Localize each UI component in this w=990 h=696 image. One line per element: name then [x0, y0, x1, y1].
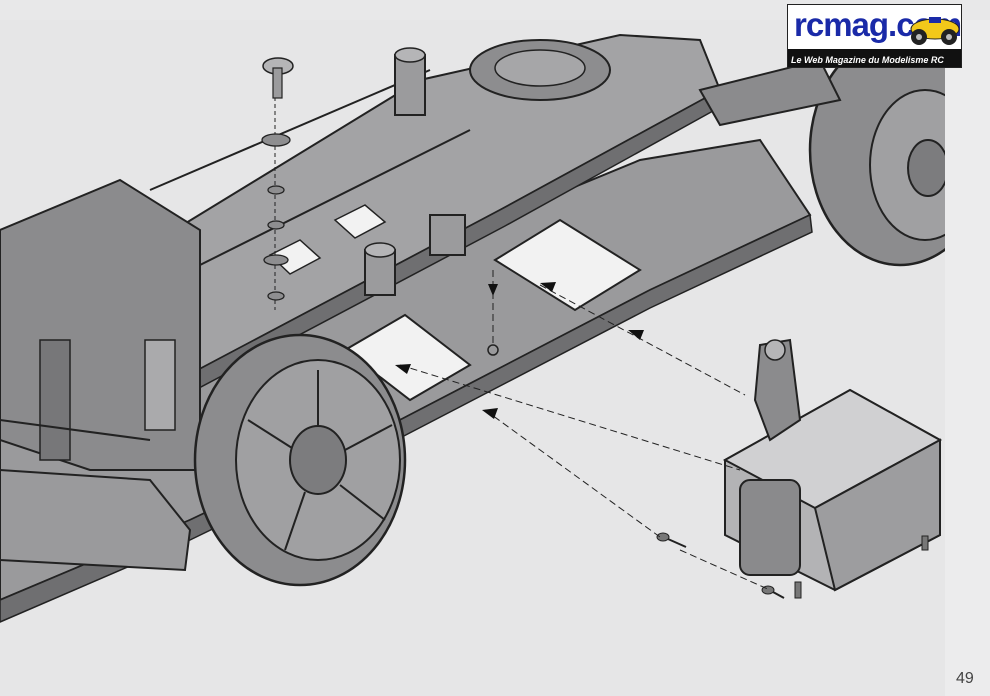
servo-horn: [753, 338, 802, 442]
logo-tagline-strip: Le Web Magazine du Modelisme RC: [788, 49, 961, 67]
plate-cutout: [493, 218, 642, 312]
servo-mount: [739, 479, 801, 576]
logo-tagline: Le Web Magazine du Modelisme RC: [791, 55, 944, 65]
screw-icon: [921, 535, 929, 551]
screw-icon: [656, 532, 687, 548]
post: [394, 54, 426, 116]
page-number: 49: [956, 670, 974, 687]
front-bumper: [0, 468, 192, 572]
rear-arm: [698, 58, 842, 127]
post: [429, 214, 466, 256]
arrow-left-icon: [395, 282, 644, 419]
rc-buggy-icon: [910, 17, 960, 45]
assembly-guide-lines: [399, 270, 771, 591]
shock-absorber: [144, 339, 176, 431]
screw-icon: [794, 581, 802, 599]
rcmag-logo: rcmag.com Le Web Magazine du Modelisme R…: [787, 4, 962, 68]
plate-cutout: [343, 313, 472, 402]
